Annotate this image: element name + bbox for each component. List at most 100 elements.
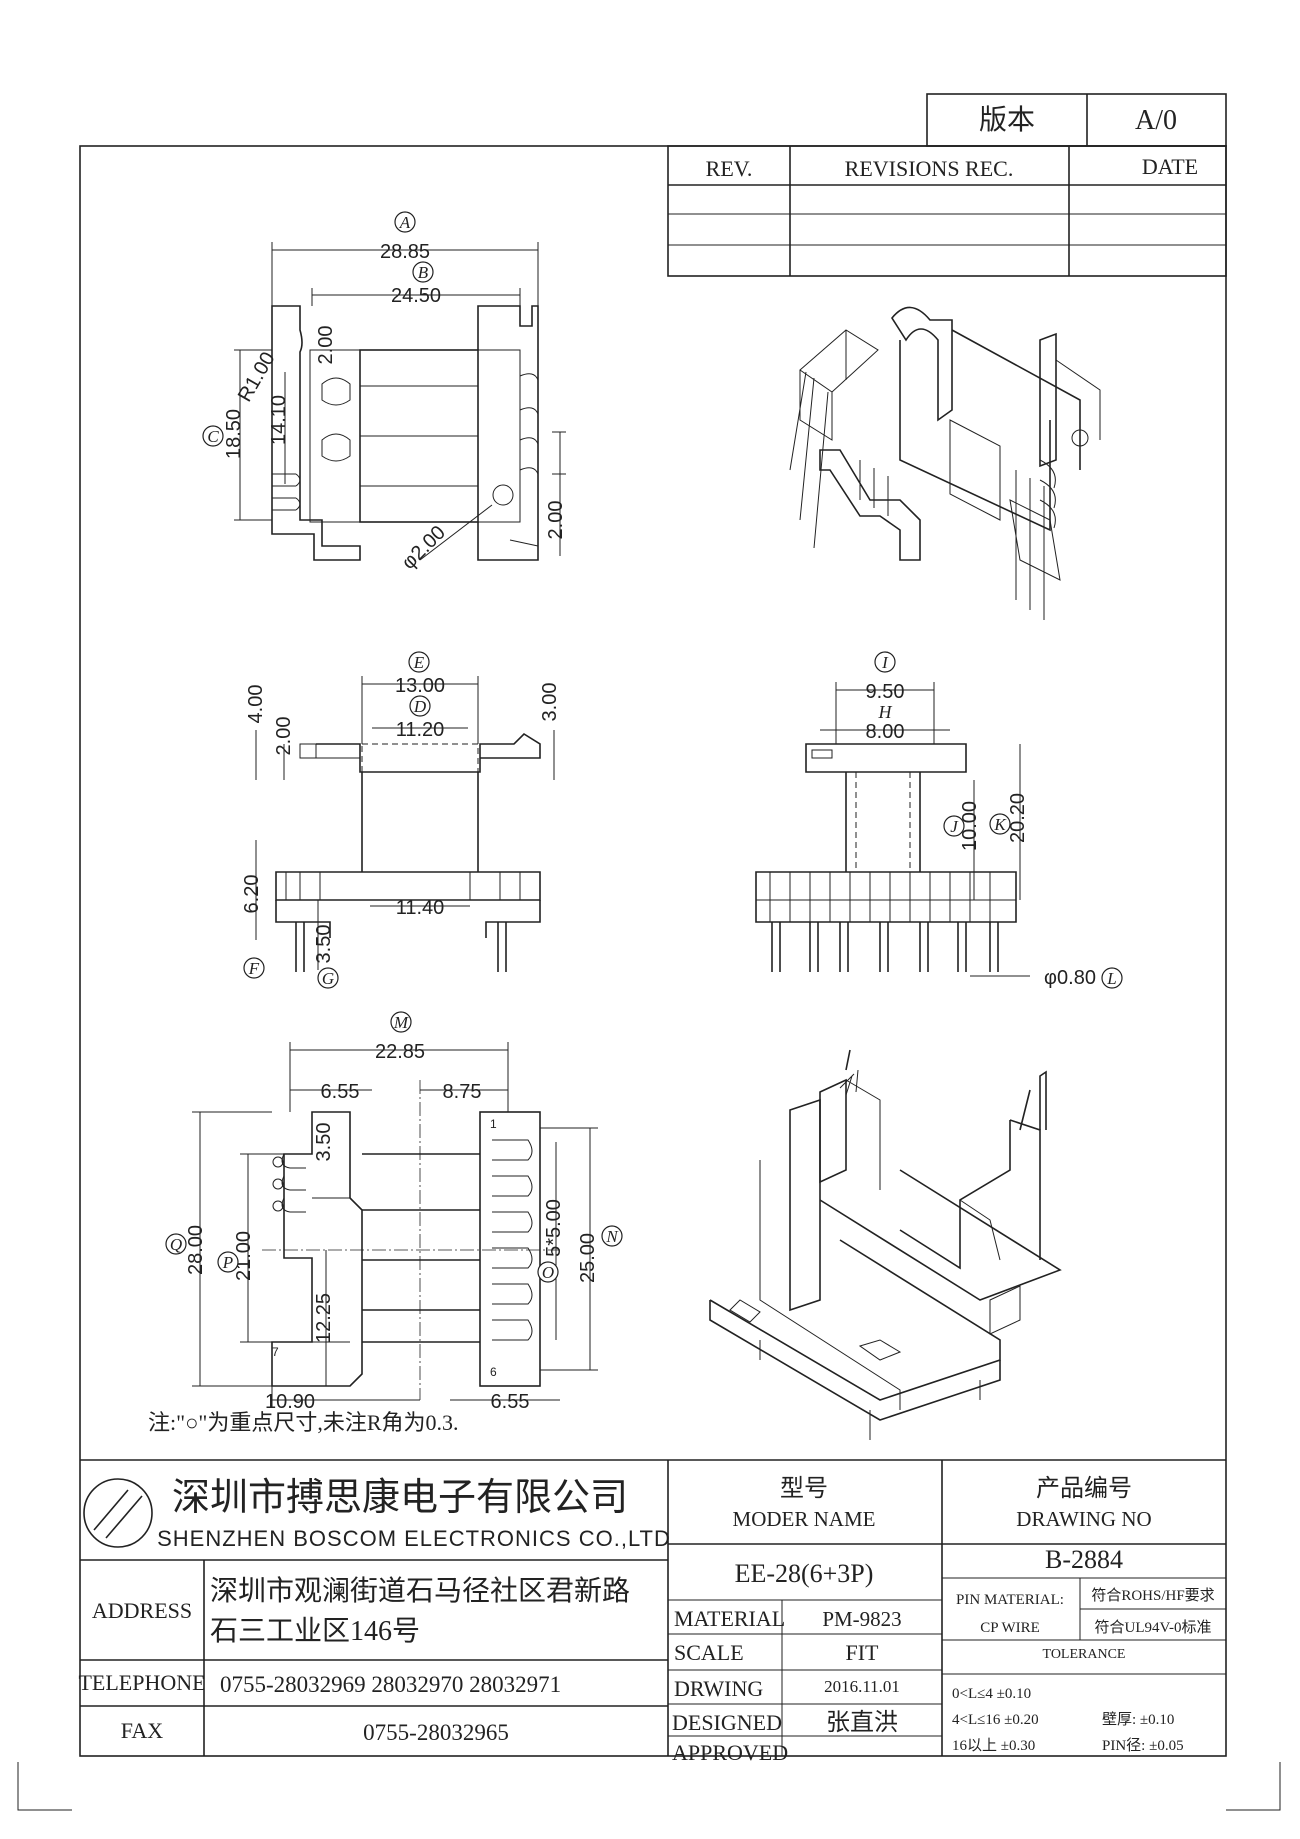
fax-value: 0755-28032965 xyxy=(363,1720,509,1745)
pin-7-label: 7 xyxy=(272,1345,279,1359)
pin-diameter-tolerance: PIN径: ±0.05 xyxy=(1102,1737,1184,1754)
dim-i: 9.50 xyxy=(866,681,905,703)
telephone-value: 0755-28032969 28032970 28032971 xyxy=(220,1672,561,1697)
title-block: 深圳市搏思康电子有限公司 SHENZHEN BOSCOM ELECTRONICS… xyxy=(78,1459,1226,1765)
svg-text:K: K xyxy=(993,815,1007,834)
model-label-cn: 型号 xyxy=(780,1475,828,1502)
dim-g: 3.50 xyxy=(313,925,335,964)
svg-text:P: P xyxy=(222,1253,233,1272)
note-text: 注:"○"为重点尺寸,未注R角为0.3. xyxy=(148,1410,459,1435)
svg-text:J: J xyxy=(950,817,959,836)
dim-n: 25.00 xyxy=(577,1233,599,1283)
dim-d: 11.20 xyxy=(396,719,445,741)
dim-4-00: 4.00 xyxy=(245,685,267,724)
wall-tolerance: 壁厚: ±0.10 xyxy=(1102,1711,1174,1728)
company-logo-icon xyxy=(83,1478,153,1548)
crop-mark-right xyxy=(1226,1762,1281,1811)
dim-o: 5*5.00 xyxy=(543,1199,565,1257)
dim-8-75: 8.75 xyxy=(443,1081,482,1103)
dim-10-90: 10.90 xyxy=(265,1391,315,1413)
dim-6-55-top: 6.55 xyxy=(321,1081,360,1103)
pin-material-label: PIN MATERIAL: xyxy=(956,1592,1064,1608)
dim-6-55-bottom: 6.55 xyxy=(491,1391,530,1413)
dim-a: 28.85 xyxy=(380,241,430,263)
drwing-label: DRWING xyxy=(674,1676,763,1701)
svg-text:O: O xyxy=(542,1263,554,1282)
dim-c: 18.50 xyxy=(223,409,245,459)
svg-text:F: F xyxy=(248,959,260,978)
address-line-2: 石三工业区146号 xyxy=(210,1616,420,1647)
drawing-label-en: DRAWING NO xyxy=(1016,1507,1151,1531)
top-view: 28.85 24.50 18.50 R1.00 14.10 2.00 2.00 … xyxy=(202,211,567,574)
svg-text:Q: Q xyxy=(170,1235,182,1254)
designer-name: 张直洪 xyxy=(826,1709,898,1736)
drawing-date: 2016.11.01 xyxy=(824,1677,900,1696)
version-value: A/0 xyxy=(1135,105,1177,136)
dim-3-00: 3.00 xyxy=(539,683,561,722)
scale-label: SCALE xyxy=(674,1640,744,1665)
ul-note: 符合UL94V-0标准 xyxy=(1095,1619,1212,1636)
dim-top-2: 2.00 xyxy=(315,326,337,365)
dim-h-label: H xyxy=(878,702,893,722)
sheet-border xyxy=(79,145,1227,1757)
dim-m: 22.85 xyxy=(375,1041,425,1063)
address-line-1: 深圳市观澜街道石马径社区君新路 xyxy=(210,1575,630,1607)
dim-h: 8.00 xyxy=(866,721,905,743)
crop-mark-left xyxy=(17,1762,72,1811)
tolerance-label: TOLERANCE xyxy=(1043,1647,1126,1662)
dim-j: 10.00 xyxy=(959,801,981,851)
svg-text:E: E xyxy=(413,653,425,672)
tolerance-1: 0<L≤4 ±0.10 xyxy=(952,1686,1031,1702)
model-value: EE-28(6+3P) xyxy=(735,1559,874,1588)
dim-12-25: 12.25 xyxy=(313,1293,335,1343)
fax-label: FAX xyxy=(121,1718,163,1743)
bottom-view: 1 7 6 22.85 6.55 8.75 3.50 28.00 21.00 1… xyxy=(165,1011,623,1413)
dim-hole: φ2.00 xyxy=(398,522,450,574)
svg-text:M: M xyxy=(393,1013,409,1032)
dim-k: 20.20 xyxy=(1007,793,1029,843)
version-label: 版本 xyxy=(979,104,1035,136)
address-label: ADDRESS xyxy=(92,1598,192,1623)
dim-q: 28.00 xyxy=(185,1225,207,1275)
approved-label: APPROVED xyxy=(672,1740,788,1765)
cp-wire: CP WIRE xyxy=(980,1620,1040,1636)
date-header: DATE xyxy=(1142,154,1198,179)
rev-header: REV. xyxy=(706,156,753,181)
svg-text:G: G xyxy=(322,969,334,988)
scale-value: FIT xyxy=(846,1640,880,1665)
dim-14-10: 14.10 xyxy=(268,395,290,445)
front-view: 13.00 11.20 4.00 2.00 3.00 6.20 3.50 11.… xyxy=(241,651,561,989)
dim-right-2: 2.00 xyxy=(545,501,567,540)
tolerance-2: 4<L≤16 ±0.20 xyxy=(952,1712,1039,1728)
designed-label: DESIGNED xyxy=(672,1710,782,1735)
material-value: PM-9823 xyxy=(822,1607,901,1631)
isometric-view-2 xyxy=(709,1049,1062,1440)
company-name-en: SHENZHEN BOSCOM ELECTRONICS CO.,LTD xyxy=(157,1526,671,1551)
pin-6-label: 6 xyxy=(490,1365,497,1379)
svg-text:A: A xyxy=(399,213,411,232)
dim-3-50: 3.50 xyxy=(313,1123,335,1162)
side-view: 9.50 H 8.00 10.00 20.20 φ0.80 I J K L xyxy=(755,651,1123,989)
dim-11-40: 11.40 xyxy=(396,897,445,919)
dim-2-00: 2.00 xyxy=(273,717,295,756)
svg-text:B: B xyxy=(418,263,429,282)
drawing-label-cn: 产品编号 xyxy=(1036,1475,1132,1502)
dim-f: 6.20 xyxy=(241,875,263,914)
rohs-note: 符合ROHS/HF要求 xyxy=(1091,1587,1214,1604)
dim-b: 24.50 xyxy=(391,285,441,307)
drawing-number: B-2884 xyxy=(1045,1545,1123,1574)
version-box: 版本 A/0 xyxy=(926,93,1227,147)
dim-l: φ0.80 xyxy=(1044,967,1096,989)
tolerance-3: 16以上 ±0.30 xyxy=(952,1737,1035,1754)
svg-text:C: C xyxy=(207,427,219,446)
svg-text:D: D xyxy=(413,697,427,716)
isometric-view-1 xyxy=(789,306,1101,620)
revision-table: REV. REVISIONS REC. DATE xyxy=(667,145,1227,277)
telephone-label: TELEPHONE xyxy=(78,1670,205,1695)
model-label-en: MODER NAME xyxy=(733,1507,876,1531)
svg-text:I: I xyxy=(881,653,889,672)
pin-1-label: 1 xyxy=(490,1117,497,1131)
svg-text:N: N xyxy=(605,1227,619,1246)
dim-p: 21.00 xyxy=(233,1231,255,1281)
